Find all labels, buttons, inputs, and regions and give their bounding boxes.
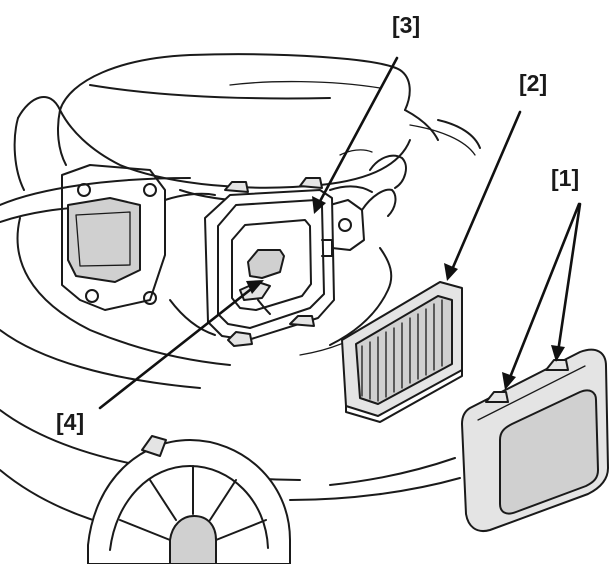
leader-arrows [98,56,582,410]
callout-label-4: [4] [56,409,85,435]
leader-arrow-3 [316,56,399,207]
arrowhead-4 [246,280,264,294]
arrowhead-1a [502,372,516,390]
air-filter-element [341,281,463,423]
arrowhead-1b [551,345,565,362]
air-cleaner-base [204,177,335,347]
starter-housing [61,164,166,311]
leader-arrow-1a [507,202,581,382]
air-cleaner-cover [461,348,609,532]
arrowhead-3 [312,196,326,214]
engine-shroud [13,53,481,203]
leader-arrow-1b [556,202,582,354]
callout-label-1: [1] [551,165,580,191]
leader-arrow-4 [98,284,257,410]
front-wheel [87,435,291,564]
callout-label-3: [3] [392,12,421,38]
callout-label-2: [2] [519,70,548,96]
arrowhead-2 [444,263,458,281]
leader-arrow-2 [449,110,522,274]
